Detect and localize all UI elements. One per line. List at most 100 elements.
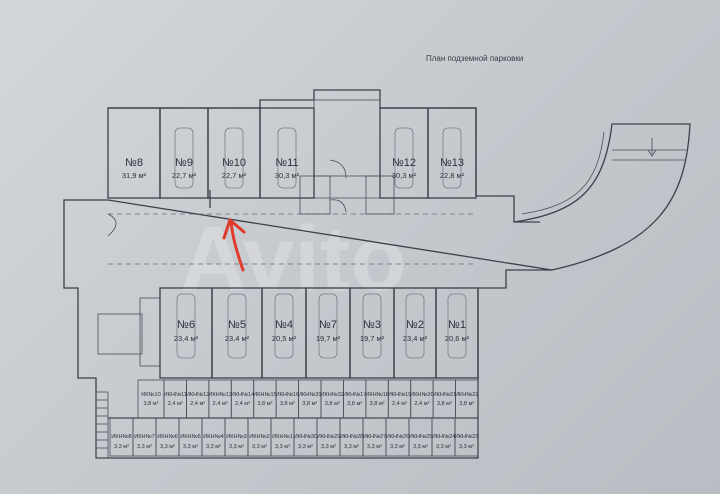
storage-label: ИКН№2 (249, 434, 269, 440)
storage-border (432, 379, 456, 419)
storage-area: 3,3 м² (459, 444, 474, 450)
storage-label: ИКН№12 (186, 392, 210, 398)
storage-border (454, 417, 479, 457)
storage-area: 2,4 м² (190, 401, 205, 407)
storage-area: 2,4 м² (392, 401, 407, 407)
storage-label: ИКН№18 (365, 392, 389, 398)
storage-unit[interactable]: ИКН№15 3,8 м² (253, 379, 277, 419)
storage-label: ИКН№8 (111, 434, 131, 440)
car-outline (362, 293, 382, 359)
storage-area: 3,3 м² (367, 444, 382, 450)
spot-border (259, 107, 315, 199)
storage-label: ИКН№5 (180, 434, 200, 440)
storage-area: 3,8 м² (459, 401, 474, 407)
storage-unit[interactable]: ИКН№23,3 м² (247, 417, 272, 457)
storage-label: ИКН№1 (272, 434, 292, 440)
storage-area: 3,3 м² (413, 444, 428, 450)
storage-unit[interactable]: ИКН№13,3 м² (270, 417, 295, 457)
storage-border (163, 379, 187, 419)
spot-area: 23,4 м² (174, 334, 199, 343)
storage-border (186, 379, 210, 419)
spot-area: 19,7 м² (316, 334, 341, 343)
storage-unit[interactable]: ИКН№12 2,4 м² (186, 379, 210, 419)
storage-area: 2,4 м² (168, 401, 183, 407)
storage-area: 3,8 м² (370, 401, 385, 407)
storage-border (230, 379, 255, 419)
car-outline (274, 293, 294, 359)
spot-number: №11 (275, 157, 298, 169)
storage-label: ИКН№15 (253, 392, 277, 398)
spot-area: 20,5 м² (272, 334, 297, 343)
spot-number: №5 (228, 319, 246, 331)
storage-label: ИКН№7 (134, 434, 154, 440)
spot-number: №8 (125, 157, 143, 169)
spot-number: №10 (222, 157, 246, 169)
storage-label: ИКН№21 (433, 392, 457, 398)
watermark: Avito (180, 208, 407, 310)
storage-unit[interactable]: ИКН№25 3,3 м² (408, 417, 433, 457)
storage-area: 2,4 м² (235, 401, 250, 407)
storage-label: ИКН№24 (432, 434, 456, 440)
storage-area: 3,3 м² (160, 444, 175, 450)
storage-unit[interactable]: ИКН№18 3,8 м² (365, 379, 389, 419)
spot-number: №13 (440, 157, 464, 169)
spot-area: 30,3 м² (392, 171, 417, 180)
storage-label: ИКН№25 (409, 434, 433, 440)
car-outline (227, 293, 247, 359)
storage-area: 3,3 м² (390, 444, 405, 450)
storage-area: 3,8 м² (280, 401, 295, 407)
storage-border (387, 379, 412, 419)
storage-area: 3,3 м² (229, 444, 244, 450)
spot-number: №7 (319, 319, 337, 331)
storage-area: 3,8 м² (257, 401, 272, 407)
storage-border (137, 379, 165, 419)
storage-border (365, 379, 389, 419)
car-outline (224, 127, 244, 189)
storage-area: 3,3 м² (206, 444, 221, 450)
parking-spot[interactable]: №4 20,5 м² (261, 287, 307, 379)
storage-area: 3,8 м² (302, 401, 317, 407)
spot-area: 19,7 м² (360, 334, 385, 343)
parking-spot[interactable]: №7 19,7 м² (305, 287, 351, 379)
storage-border (275, 379, 299, 419)
car-outline (447, 293, 467, 359)
spot-number: №4 (275, 319, 293, 331)
car-outline (405, 293, 425, 359)
spot-area: 23,4 м² (403, 334, 428, 343)
